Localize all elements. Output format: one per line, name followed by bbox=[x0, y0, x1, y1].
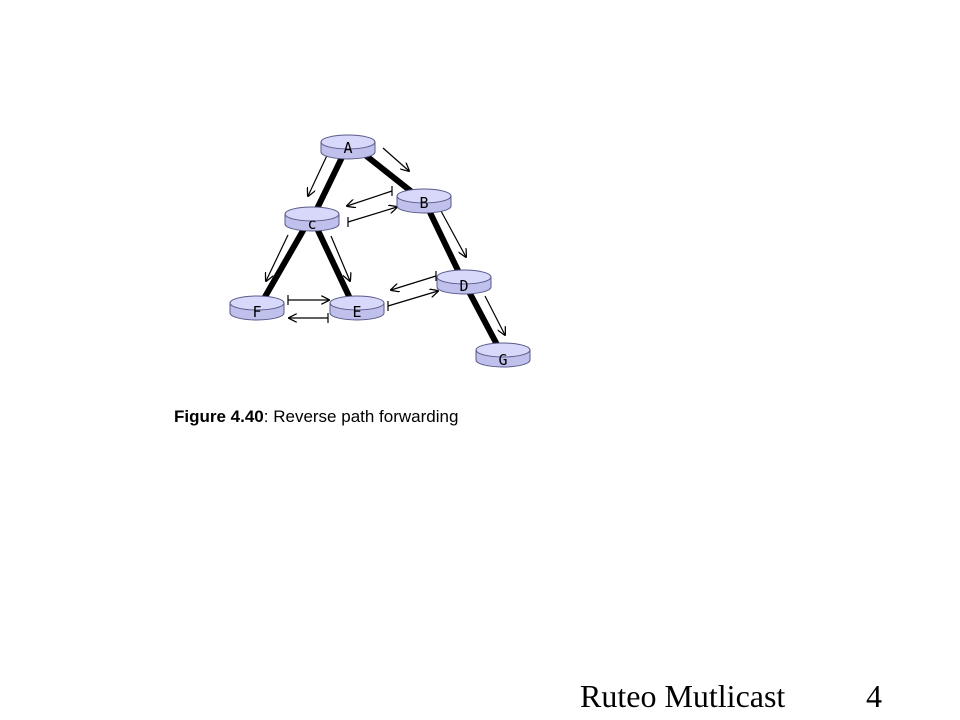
router-a: A bbox=[320, 134, 376, 160]
router-b: B bbox=[396, 188, 452, 214]
arrow-c-to-f bbox=[266, 234, 289, 281]
router-c-label: c bbox=[307, 215, 316, 233]
routers: A B c D E F G bbox=[229, 134, 531, 369]
router-a-label: A bbox=[343, 139, 352, 157]
tree-links bbox=[255, 140, 506, 358]
router-g: G bbox=[475, 342, 531, 369]
router-f-label: F bbox=[252, 303, 261, 321]
arrow-c-to-b bbox=[347, 207, 397, 223]
arrow-a-to-b bbox=[382, 147, 409, 171]
arrow-d-to-g bbox=[484, 295, 505, 335]
link-c-e bbox=[311, 220, 358, 311]
figure-number: Figure 4.40 bbox=[174, 407, 264, 426]
router-g-label: G bbox=[498, 351, 507, 369]
arrow-e-to-d bbox=[387, 291, 438, 307]
figure-caption-text: : Reverse path forwarding bbox=[263, 407, 459, 426]
figure-caption: Figure 4.40: Reverse path forwarding bbox=[174, 407, 458, 427]
router-c: c bbox=[284, 206, 340, 233]
router-d-label: D bbox=[459, 277, 468, 295]
link-c-f bbox=[255, 220, 311, 311]
arrow-a-to-c bbox=[308, 148, 331, 196]
arrow-c-to-e bbox=[330, 235, 350, 281]
router-e: E bbox=[329, 295, 385, 321]
router-d: D bbox=[436, 269, 492, 295]
router-b-label: B bbox=[419, 194, 428, 212]
router-e-label: E bbox=[352, 303, 361, 321]
link-b-d bbox=[421, 198, 467, 285]
forwarding-arrows bbox=[266, 147, 505, 335]
arrow-d-to-e bbox=[391, 275, 437, 290]
router-f: F bbox=[229, 295, 285, 321]
arrow-b-to-c bbox=[347, 190, 393, 206]
arrow-b-to-d bbox=[440, 210, 466, 257]
slide-page-number: 4 bbox=[866, 678, 882, 714]
slide-footer-title: Ruteo Mutlicast bbox=[580, 678, 786, 714]
